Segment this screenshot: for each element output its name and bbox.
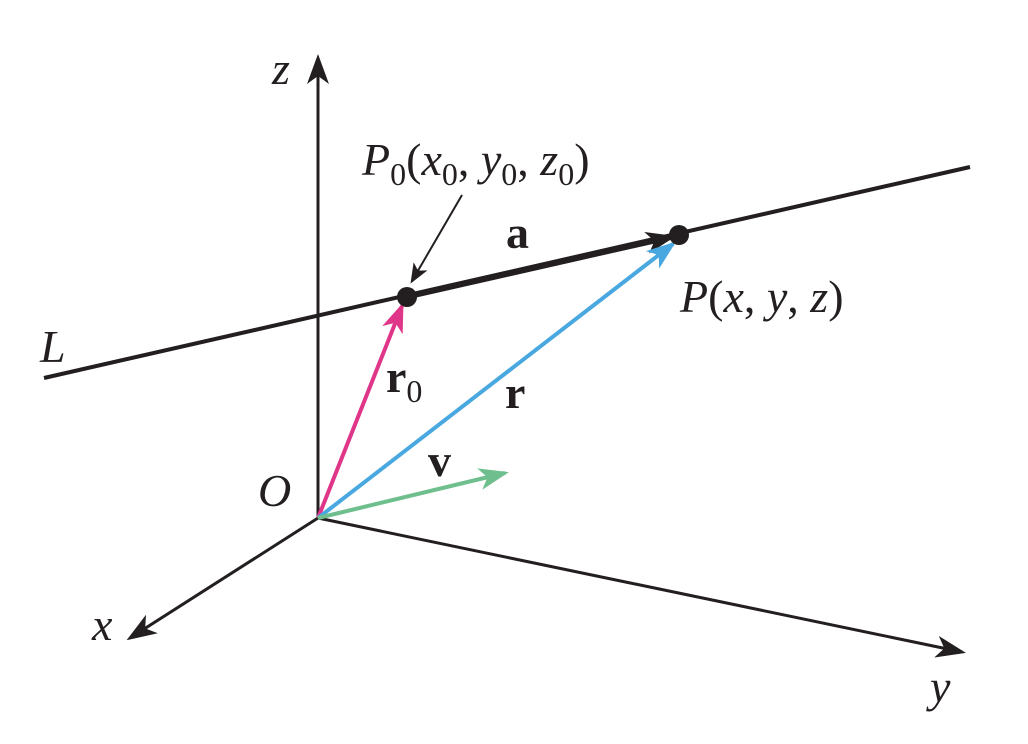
z-axis-label: z	[271, 43, 290, 94]
point-p-label: P(x, y, z)	[679, 271, 844, 322]
vector-v-label: v	[428, 435, 451, 486]
vector-a-arrow	[406, 232, 676, 300]
vector-r0-label: r0	[386, 351, 422, 409]
point-p-dot	[669, 225, 689, 245]
x-axis	[126, 516, 319, 641]
y-axis-label: y	[926, 661, 951, 712]
line-l-label: L	[39, 321, 66, 372]
point-p0-label: P0(x0, y0, z0)	[361, 134, 590, 192]
p0-pointer-arrow	[410, 194, 463, 284]
y-axis	[317, 516, 966, 658]
vector-r-arrow	[316, 241, 677, 520]
vector-v-arrow	[317, 468, 509, 520]
vector-r0-arrow	[316, 302, 404, 519]
point-p0-dot	[397, 287, 417, 307]
vector-r-label: r	[505, 367, 525, 418]
x-axis-label: x	[91, 599, 113, 650]
vector-a-label: a	[506, 207, 529, 258]
origin-label: O	[258, 465, 291, 516]
